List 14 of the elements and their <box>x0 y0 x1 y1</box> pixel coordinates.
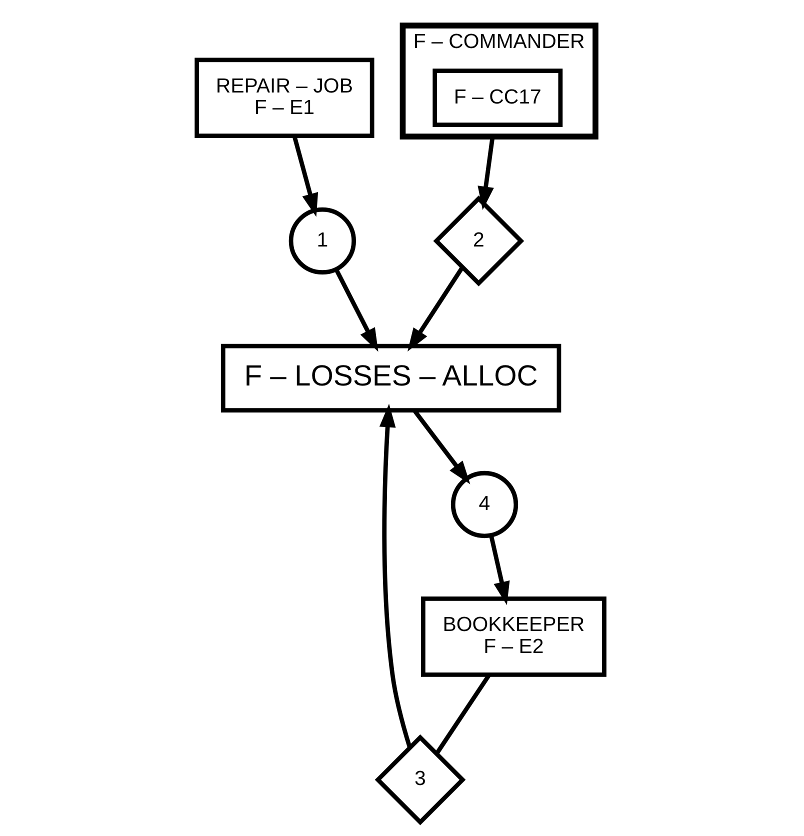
connector <box>434 674 491 755</box>
node-box: BOOKKEEPER F – E2 <box>420 596 606 677</box>
node-circle: 4 <box>450 470 518 538</box>
arrow <box>379 404 412 748</box>
arrow <box>292 136 318 217</box>
node-box: F – CC17 <box>432 68 563 128</box>
node-circle: 1 <box>288 207 356 275</box>
arrow <box>334 268 378 352</box>
node-diamond: 3 <box>374 734 466 826</box>
arrow <box>489 534 510 606</box>
arrow <box>408 266 464 352</box>
node-diamond: 2 <box>433 196 524 286</box>
node-box: REPAIR – JOB F – E1 <box>194 58 374 138</box>
node-box: F – LOSSES – ALLOC <box>220 344 562 413</box>
